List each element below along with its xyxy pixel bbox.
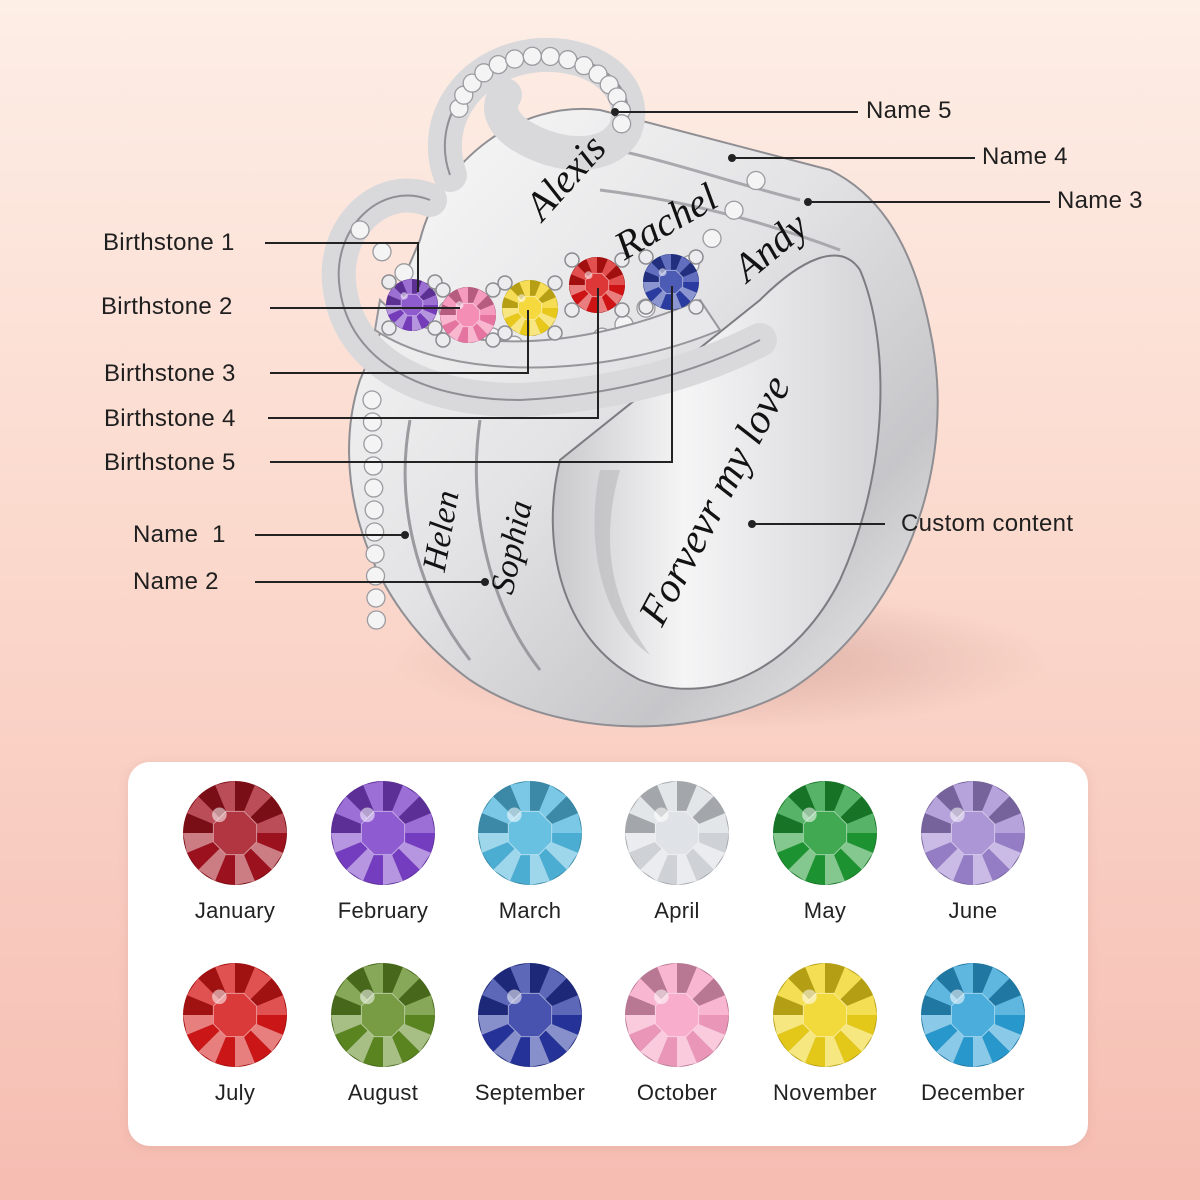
- month-label: June: [948, 898, 998, 923]
- callout-name-3: Name 3: [1057, 187, 1143, 214]
- ring-stone-2: [435, 282, 501, 348]
- callout-name-1: Name 1: [133, 521, 226, 548]
- ring-band-inner: [551, 254, 882, 690]
- birthstone-november: November: [750, 962, 900, 1142]
- gem-icon: [183, 781, 287, 885]
- gem-icon: [773, 963, 877, 1067]
- birthstone-february: February: [308, 780, 458, 960]
- month-label: May: [803, 898, 847, 923]
- month-label: September: [474, 1080, 586, 1105]
- gem-icon: [773, 781, 877, 885]
- callout-name-4: Name 4: [982, 143, 1068, 170]
- ring-stone-4: [564, 252, 630, 318]
- birthstone-october: October: [602, 962, 752, 1142]
- gem-icon: [478, 963, 582, 1067]
- month-label: August: [347, 1080, 419, 1105]
- callout-birthstone-2: Birthstone 2: [101, 293, 233, 320]
- ring-stone-1: [381, 274, 443, 336]
- month-label: November: [773, 1080, 877, 1105]
- callout-custom-content: Custom content: [901, 510, 1074, 537]
- month-label: February: [337, 898, 429, 923]
- gem-icon: [921, 781, 1025, 885]
- ring-band-inner-shade: [594, 470, 650, 655]
- callout-lines: [255, 108, 1050, 586]
- gem-icon: [625, 781, 729, 885]
- month-label: January: [194, 898, 276, 923]
- month-label: July: [214, 1080, 256, 1105]
- birthstone-september: September: [455, 962, 605, 1142]
- ring-stone-5: [638, 249, 704, 315]
- callout-name-5: Name 5: [866, 97, 952, 124]
- month-label: April: [654, 898, 700, 923]
- band-groove: [403, 419, 472, 661]
- gem-icon: [331, 963, 435, 1067]
- ring-illustration: [255, 37, 1050, 730]
- birthstone-march: March: [455, 780, 605, 960]
- gem-icon: [921, 963, 1025, 1067]
- callout-name-2: Name 2: [133, 568, 219, 595]
- birthstone-april: April: [602, 780, 752, 960]
- callout-birthstone-1: Birthstone 1: [103, 229, 235, 256]
- ring-birthstones: [381, 249, 704, 348]
- gem-icon: [331, 781, 435, 885]
- month-label: October: [636, 1080, 718, 1105]
- birthstone-june: June: [898, 780, 1048, 960]
- callout-birthstone-5: Birthstone 5: [104, 449, 236, 476]
- band-groove: [474, 419, 542, 671]
- birthstone-may: May: [750, 780, 900, 960]
- birthstone-january: January: [160, 780, 310, 960]
- gem-icon: [625, 963, 729, 1067]
- birthstone-july: July: [160, 962, 310, 1142]
- callout-birthstone-4: Birthstone 4: [104, 405, 236, 432]
- month-label: March: [498, 898, 562, 923]
- gem-icon: [478, 781, 582, 885]
- ring-stone-3: [497, 275, 563, 341]
- month-label: December: [921, 1080, 1025, 1105]
- birthstone-december: December: [898, 962, 1048, 1142]
- band-groove: [599, 188, 841, 252]
- callout-birthstone-3: Birthstone 3: [104, 360, 236, 387]
- birthstone-august: August: [308, 962, 458, 1142]
- gem-icon: [183, 963, 287, 1067]
